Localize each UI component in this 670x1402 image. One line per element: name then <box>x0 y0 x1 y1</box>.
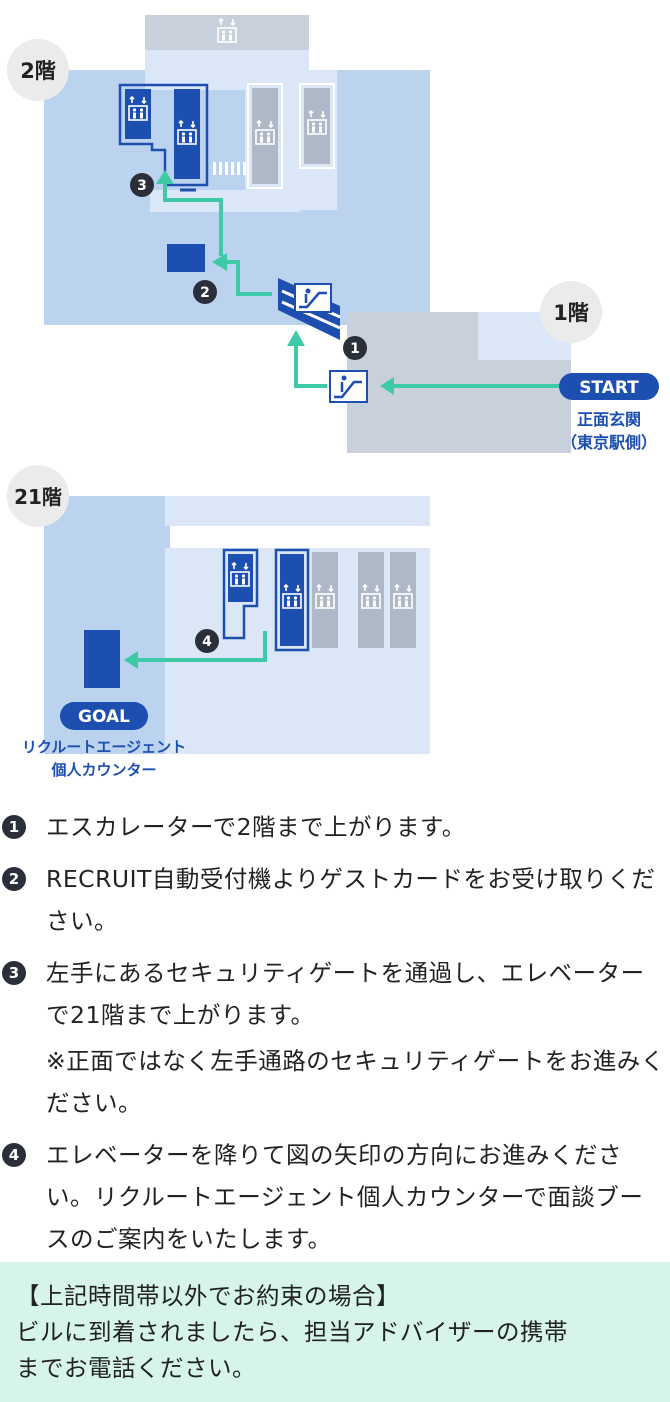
start-badge: START <box>559 373 659 400</box>
step-text: エレベーターを降りて図の矢印の方向にお進みください。リクルートエージェント個人カ… <box>46 1141 644 1253</box>
svg-text:3: 3 <box>137 178 147 194</box>
svg-text:1: 1 <box>350 341 360 357</box>
floor-badge-21f: 21階 <box>7 465 69 527</box>
step-number: 3 <box>2 961 26 985</box>
info-title: 【上記時間帯以外でお約束の場合】 <box>16 1282 400 1310</box>
step-item-1: 1 エスカレーターで2階まで上がります。 <box>0 806 670 848</box>
security-gate <box>213 162 246 175</box>
floor-1-2-map: 1 2 3 2階 1階 START 正面玄関 （東京駅側） <box>7 15 659 453</box>
escalator <box>278 278 341 340</box>
step-number: 1 <box>2 815 26 839</box>
step-item-2: 2 RECRUIT自動受付機よりゲストカードをお受け取りください。 <box>0 858 670 942</box>
goal-counter <box>84 630 120 688</box>
svg-text:START: START <box>579 378 639 398</box>
step-marker-4: 4 <box>195 629 219 653</box>
step-note: ※正面ではなく左手通路のセキュリティゲートをお進みください。 <box>46 1047 665 1117</box>
svg-text:2: 2 <box>200 285 210 301</box>
svg-text:2階: 2階 <box>20 59 56 83</box>
start-location-sub: （東京駅側） <box>561 433 657 452</box>
info-box: 【上記時間帯以外でお約束の場合】 ビルに到着されましたら、担当アドバイザーの携帯… <box>0 1262 670 1402</box>
step-number: 4 <box>2 1143 26 1167</box>
svg-text:GOAL: GOAL <box>78 707 130 727</box>
floor-badge-2f: 2階 <box>7 39 69 101</box>
step-marker-1: 1 <box>343 336 367 360</box>
svg-text:21階: 21階 <box>14 485 62 509</box>
elevator-bank-21f <box>222 548 259 640</box>
step-text: 左手にあるセキュリティゲートを通過し、エレベーターで21階まで上がります。 <box>46 959 645 1029</box>
step-item-3: 3 左手にあるセキュリティゲートを通過し、エレベーターで21階まで上がります。 … <box>0 952 670 1124</box>
info-text-line2: までお電話ください。 <box>16 1354 256 1382</box>
goal-location-label: リクルートエージェント <box>22 738 186 756</box>
step-number: 2 <box>2 867 26 891</box>
step-text: RECRUIT自動受付機よりゲストカードをお受け取りください。 <box>46 865 656 935</box>
floor-2f-top-hall <box>145 15 309 50</box>
step-marker-2: 2 <box>193 280 217 304</box>
route-arrow-21f <box>138 631 267 662</box>
start-location-label: 正面玄関 <box>577 410 641 429</box>
step-marker-3: 3 <box>130 173 154 197</box>
floor-21f-lower-hall <box>165 674 430 754</box>
floor-21-map: 4 21階 GOAL リクルートエージェント 個人カウンター <box>7 465 430 779</box>
info-text-line1: ビルに到着されましたら、担当アドバイザーの携帯 <box>16 1318 568 1346</box>
step-item-4: 4 エレベーターを降りて図の矢印の方向にお進みください。リクルートエージェント個… <box>0 1134 670 1260</box>
reception-machine <box>167 244 205 272</box>
elevator-bank-2f <box>118 83 209 187</box>
svg-text:4: 4 <box>202 634 212 650</box>
goal-badge: GOAL <box>60 702 148 730</box>
svg-text:1階: 1階 <box>553 301 589 325</box>
floor-badge-1f: 1階 <box>540 281 602 343</box>
goal-location-sub: 個人カウンター <box>50 761 156 779</box>
route-arrows <box>163 184 565 388</box>
escalator-icon <box>329 370 368 403</box>
step-list: 1 エスカレーターで2階まで上がります。 2 RECRUIT自動受付機よりゲスト… <box>0 806 670 1270</box>
step-text: エスカレーターで2階まで上がります。 <box>46 813 466 841</box>
